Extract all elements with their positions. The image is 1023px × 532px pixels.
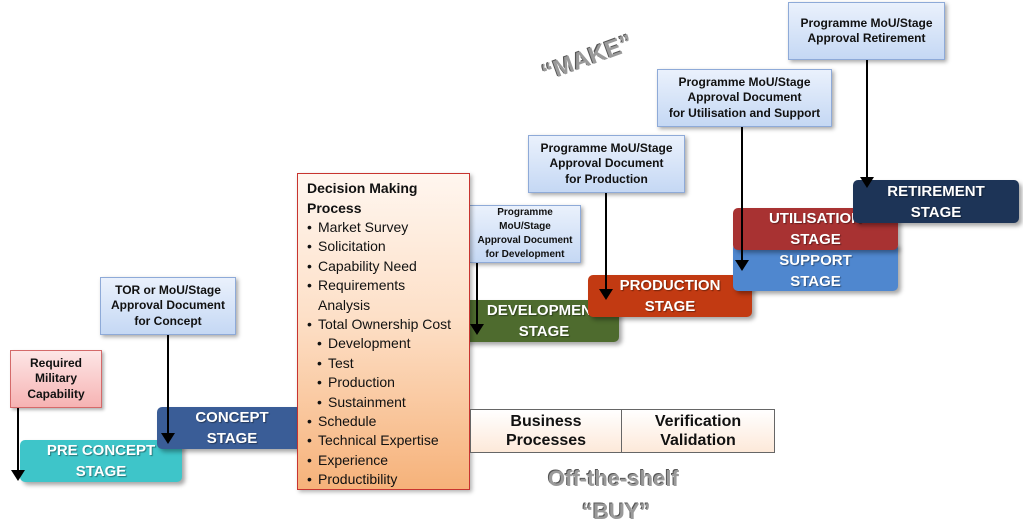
concept-stage-line2: STAGE [206, 430, 258, 447]
development-stage-line2: STAGE [518, 323, 570, 340]
business-processes-cell: Business Processes [471, 410, 622, 452]
decision-title-line1: Decision Making [307, 180, 418, 196]
support-stage: SUPPORT STAGE [733, 243, 898, 291]
concept-doc-line2: Approval Document [110, 298, 225, 313]
decision-item-list: Market Survey Solicitation Capability Ne… [307, 218, 463, 490]
development-doc-line4: for Development [485, 249, 565, 260]
concept-stage: CONCEPT STAGE [157, 407, 307, 449]
retirement-stage-line2: STAGE [910, 203, 962, 221]
decision-item: Market Survey [307, 218, 463, 238]
required-capability-line3: Capability [27, 386, 85, 401]
verification-validation-cell: Verification Validation [622, 410, 774, 452]
required-capability-arrow [11, 408, 25, 481]
retirement-stage-line1: RETIREMENT [887, 182, 985, 200]
pre-concept-stage-line1: PRE CONCEPT [46, 442, 156, 459]
make-label: “MAKE” [538, 29, 637, 88]
concept-doc-line1: TOR or MoU/Stage [115, 282, 221, 297]
utilisation-doc-line3: for Utilisation and Support [668, 105, 821, 120]
development-doc-line2: MoU/Stage [499, 221, 551, 232]
retirement-doc-line2: Approval Retirement [807, 31, 926, 45]
decision-item: Capability Need [307, 257, 463, 277]
utilisation-doc-line1: Programme MoU/Stage [678, 74, 811, 89]
production-arrow [599, 193, 613, 300]
concept-doc-line3: for Concept [134, 313, 202, 328]
pre-concept-stage-line2: STAGE [75, 463, 127, 480]
decision-item: Technical Expertise [307, 431, 463, 451]
concept-arrow [161, 335, 175, 444]
decision-subitem: Test [307, 354, 463, 374]
verification-line1: Verification [654, 413, 742, 430]
production-stage-line1: PRODUCTION [619, 277, 721, 294]
pre-concept-stage: PRE CONCEPT STAGE [20, 440, 182, 482]
development-approval-doc: Programme MoU/Stage Approval Document fo… [469, 205, 581, 263]
retirement-doc-line1: Programme MoU/Stage [800, 15, 933, 30]
production-stage: PRODUCTION STAGE [588, 275, 752, 317]
production-doc-line3: for Production [565, 171, 648, 186]
support-stage-line1: SUPPORT [779, 252, 852, 269]
decision-title-line2: Process [307, 200, 362, 216]
decision-item: Schedule [307, 412, 463, 432]
production-doc-line2: Approval Document [549, 156, 664, 171]
business-processes-line2: Processes [505, 432, 587, 449]
development-doc-line3: Approval Document [477, 235, 573, 246]
utilisation-doc-line2: Approval Document [687, 90, 802, 105]
business-processes-line1: Business [510, 413, 582, 430]
development-stage-line1: DEVELOPMENT [486, 302, 602, 319]
retirement-approval-doc: Programme MoU/Stage Approval Retirement [788, 2, 945, 60]
required-capability-line1: Required [29, 355, 82, 370]
utilisation-approval-doc: Programme MoU/Stage Approval Document fo… [657, 69, 832, 127]
decision-making-process-box: Decision Making Process Market Survey So… [297, 173, 470, 490]
utilisation-stage-line2: STAGE [790, 231, 841, 248]
retirement-arrow [860, 60, 874, 188]
decision-item: Solicitation [307, 237, 463, 257]
production-doc-line1: Programme MoU/Stage [540, 140, 673, 155]
decision-subitem: Production [307, 373, 463, 393]
retirement-stage: RETIREMENT STAGE [853, 180, 1019, 223]
decision-item: Requirements [307, 276, 463, 296]
buy-label: “BUY” [582, 499, 651, 524]
support-stage-line2: STAGE [790, 273, 841, 290]
production-stage-line2: STAGE [644, 298, 696, 315]
development-arrow [470, 263, 484, 335]
required-capability-line2: Military [34, 371, 77, 386]
utilisation-arrow [735, 127, 749, 271]
decision-subitem: Development [307, 334, 463, 354]
utilisation-stage-line1: UTILISATION [768, 210, 863, 227]
decision-item: Total Ownership Cost [307, 315, 463, 335]
off-the-shelf-label: Off-the-shelf [548, 466, 679, 491]
concept-stage-line1: CONCEPT [195, 409, 269, 426]
verification-line2: Validation [660, 432, 736, 449]
buy-process-table: Business Processes Verification Validati… [470, 409, 775, 453]
decision-item-continuation: Analysis [318, 296, 371, 313]
concept-approval-doc: TOR or MoU/Stage Approval Document for C… [100, 277, 236, 335]
decision-item: Experience [307, 451, 463, 471]
production-approval-doc: Programme MoU/Stage Approval Document fo… [528, 135, 685, 193]
required-capability-box: Required Military Capability [10, 350, 102, 408]
development-doc-line1: Programme [497, 207, 553, 218]
decision-subitem: Sustainment [307, 393, 463, 413]
decision-item: Productibility [307, 470, 463, 490]
